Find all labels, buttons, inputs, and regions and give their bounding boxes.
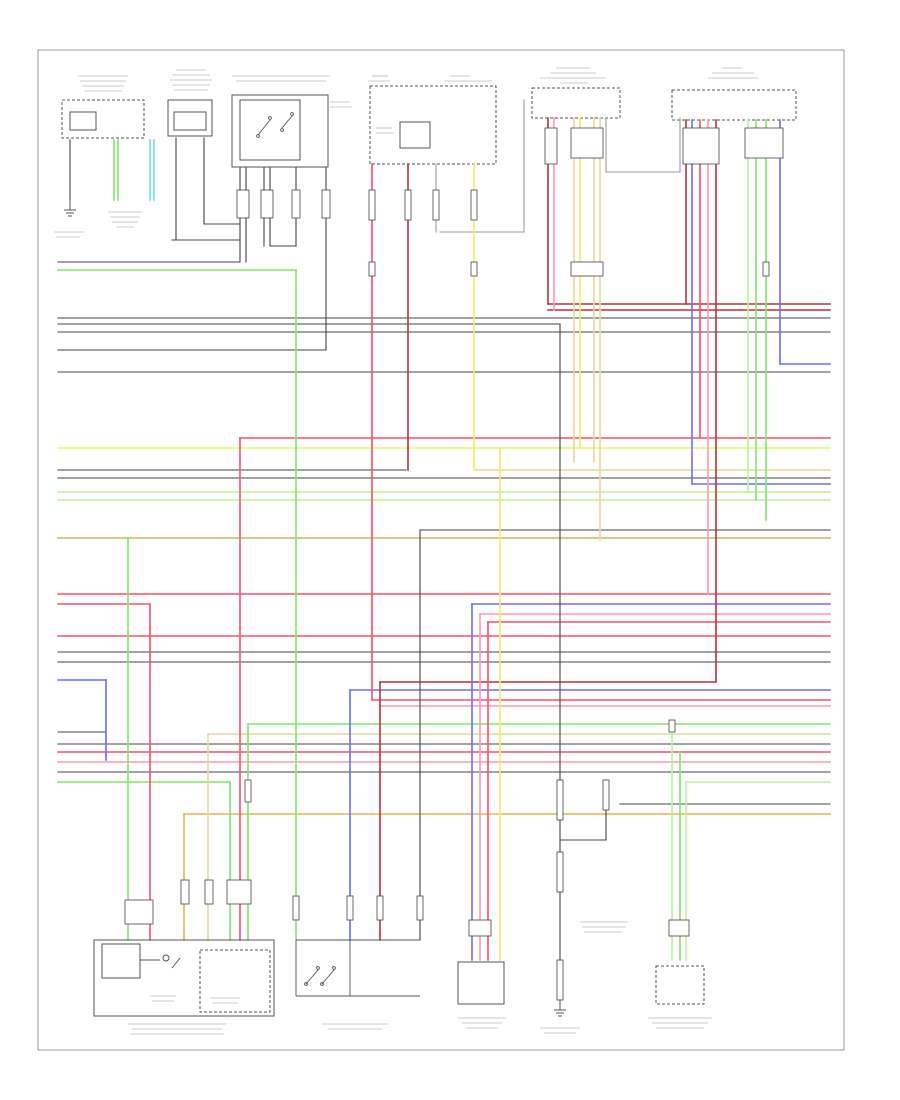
top-center-relay (399, 121, 431, 149)
bottom-sensor-1 (457, 961, 505, 1005)
bottom-center-switch (295, 939, 420, 997)
switch-contacts (256, 112, 294, 138)
bottom-left-actuator (101, 943, 141, 979)
top-components (54, 67, 797, 238)
diagram-border (37, 49, 845, 1051)
top-left-switch-inner (69, 111, 97, 131)
top-control-module (167, 99, 213, 137)
top-left-switch (61, 99, 145, 139)
vertical-runs (105, 117, 781, 1001)
connector-blocks (124, 127, 784, 1001)
bottom-components (93, 921, 712, 1035)
top-control-module-inner (173, 111, 207, 131)
door-switch-assembly (231, 94, 329, 168)
right-sensor-housing (531, 87, 621, 119)
ground-symbol-top (64, 200, 76, 217)
bottom-left-module (93, 939, 275, 1017)
door-switch-inner (239, 99, 301, 161)
bottom-left-switch (199, 949, 271, 1013)
ground-symbol-bottom (554, 1000, 566, 1017)
far-right-unit (671, 89, 797, 121)
bottom-sensor-2 (655, 965, 705, 1005)
bottom-label-lines (128, 921, 712, 1035)
top-label-lines (54, 67, 758, 238)
top-center-module (369, 85, 497, 165)
horizontal-bus (57, 261, 831, 815)
